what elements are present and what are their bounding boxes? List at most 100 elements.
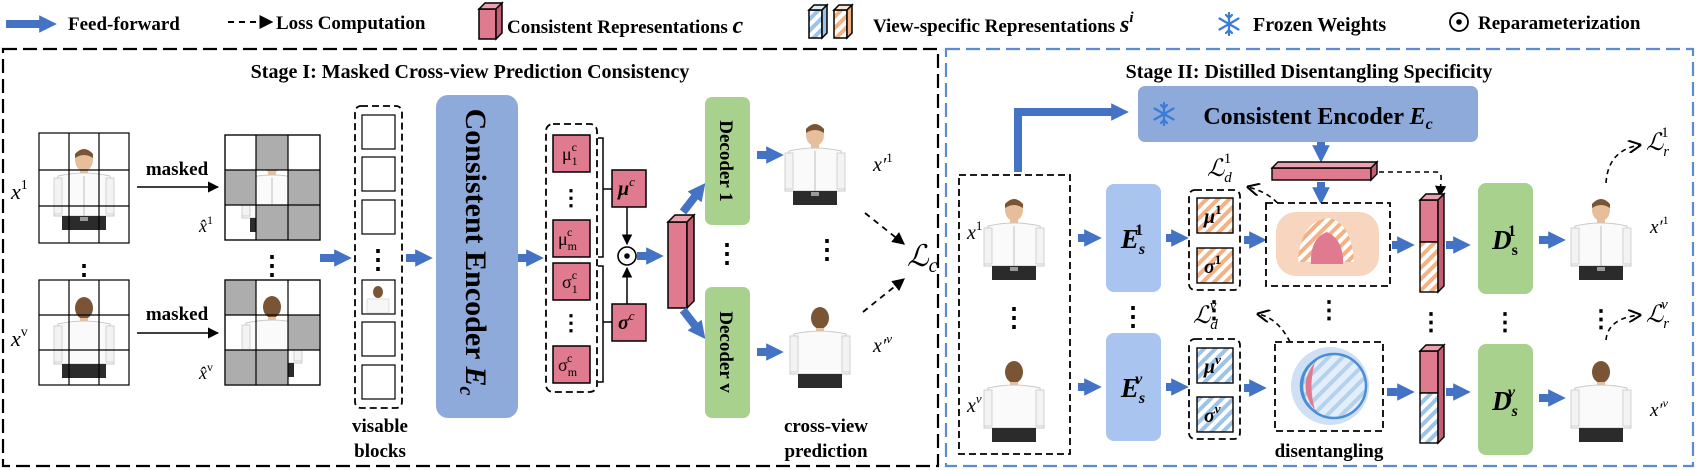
masked-grid-xv <box>224 279 321 386</box>
consistent-representation-bar <box>1270 160 1379 182</box>
stage1-border <box>1 47 940 468</box>
loss-rv-arrow <box>1605 315 1640 341</box>
legend-loss-label: Loss Computation <box>276 13 426 34</box>
loss-d1-label: ℒd1 <box>1207 151 1232 186</box>
stage2-input-stack: ⋮ <box>958 174 1071 455</box>
disentangling-box-1 <box>1265 202 1391 287</box>
disentangling-label: disentangling <box>1275 441 1384 462</box>
svg-text:Ds1: Ds1 <box>1491 223 1518 259</box>
stage2-xpv-label: x′v <box>1649 396 1669 421</box>
svg-text:Decoder v: Decoder v <box>715 311 736 393</box>
consistent-encoder-stage1: Consistent Encoder Ec <box>436 95 518 418</box>
loss-arrow <box>862 278 905 313</box>
vertical-ellipsis: ⋮ <box>1120 302 1146 331</box>
svg-text:μ1c: μ1c <box>562 140 578 168</box>
input-grid-x1 <box>38 132 130 244</box>
vertical-ellipsis: ⋮ <box>1493 310 1517 336</box>
loss-r1-arrow <box>1605 145 1640 184</box>
reconstructed-person-v <box>1570 360 1632 443</box>
masked-label-1: masked <box>146 159 209 180</box>
reconstructed-person-1 <box>1570 198 1632 281</box>
stage2-x1-label: x1 <box>966 218 982 244</box>
specific-decoder-v: Dsv <box>1478 344 1533 455</box>
frozen-consistent-encoder: Consistent Encoder Ec <box>1138 86 1478 142</box>
stage2-panel: Stage II: Distilled Disentangling Specif… <box>944 47 1695 468</box>
concat-representation-1 <box>1418 192 1446 294</box>
legend: Feed-forward Loss Computation Consistent… <box>6 1 1641 41</box>
xv-label: xv <box>10 325 28 351</box>
svg-text:Esv: Esv <box>1120 371 1145 407</box>
svg-text:⋮: ⋮ <box>560 185 582 210</box>
legend-reparam-label: Reparameterization <box>1478 13 1641 34</box>
input-grid-xv <box>38 279 130 386</box>
xhatv-label: x̂v <box>198 360 213 383</box>
vertical-ellipsis: ⋮ <box>259 251 285 280</box>
legend-feedforward-label: Feed-forward <box>68 14 180 35</box>
loss-dv-label: ℒdv <box>1193 298 1218 333</box>
xpv-label: x′v <box>872 331 892 357</box>
visible-blocks-label: visable <box>352 416 408 437</box>
legend-frozen-label: Frozen Weights <box>1253 14 1386 36</box>
visible-blocks-stack: ⋮ <box>354 105 403 409</box>
svg-text:σv: σv <box>1204 401 1221 427</box>
loss-r1-label: ℒr1 <box>1646 125 1669 160</box>
svg-text:μc: μc <box>617 174 635 200</box>
svg-text:σc: σc <box>618 308 635 334</box>
vertical-ellipsis: ⋮ <box>1202 298 1226 324</box>
predicted-person-1 <box>784 123 846 206</box>
svg-text:σmc: σmc <box>558 351 578 379</box>
flow-arrow <box>679 307 706 339</box>
svg-text:⋮: ⋮ <box>1001 303 1027 332</box>
svg-text:Consistent Encoder Ec: Consistent Encoder Ec <box>1203 104 1432 133</box>
cross-view-prediction-label: cross-view <box>784 416 868 437</box>
stage2-border <box>944 47 1695 468</box>
stage2-xv-label: xv <box>966 391 982 417</box>
svg-text:σ1: σ1 <box>1204 252 1221 278</box>
svg-text:μmc: μmc <box>558 225 578 253</box>
reparam-node <box>617 246 637 266</box>
loss-arrow <box>864 212 905 245</box>
stage1-panel: Stage I: Masked Cross-view Prediction Co… <box>1 47 940 468</box>
svg-text:μv: μv <box>1203 352 1221 378</box>
legend-consistent-label: Consistent Representations c <box>507 13 744 39</box>
loss-c-label: ℒc <box>907 240 938 277</box>
vertical-ellipsis: ⋮ <box>1419 310 1443 336</box>
loss-dv-arrow <box>1258 314 1291 343</box>
legend-consistent-cube-icon <box>477 1 504 41</box>
legend-specific-label: View-specific Representations si <box>873 10 1134 38</box>
aggregation-brackets <box>598 137 612 383</box>
decoder-v: Decoder v <box>705 287 750 418</box>
stage2-xp1-label: x′1 <box>1649 213 1669 238</box>
svg-text:Dsv: Dsv <box>1491 384 1518 420</box>
svg-text:μ1: μ1 <box>1203 202 1222 228</box>
svg-text:⋮: ⋮ <box>560 310 582 335</box>
xhat1-label: x̂1 <box>198 213 213 236</box>
consistent-representation-cube <box>666 213 696 310</box>
cross-view-prediction-label: prediction <box>784 441 867 462</box>
xp1-label: x′1 <box>872 150 893 176</box>
visible-blocks-label: blocks <box>354 441 406 462</box>
specific-encoder-v: Esv <box>1106 333 1161 441</box>
latent-stats-stack: μ1c ⋮ μmc σ1c ⋮ σmc <box>545 123 598 393</box>
masked-grid-x1 <box>224 134 321 241</box>
stage1-title: Stage I: Masked Cross-view Prediction Co… <box>251 61 690 83</box>
distill-dash-arrow <box>1379 171 1447 198</box>
sigma-c-box: σc <box>611 303 647 342</box>
legend-snowflake-icon <box>1218 11 1240 37</box>
mu-c-box: μc <box>611 169 647 208</box>
legend-specific-cube-icon <box>807 3 854 40</box>
legend-reparam-icon <box>1449 12 1469 32</box>
specific-stats-viewv: μv σv <box>1188 338 1241 440</box>
specific-stats-view1: μ1 σ1 <box>1188 189 1241 291</box>
vertical-ellipsis: ⋮ <box>1317 298 1341 324</box>
svg-text:⋮: ⋮ <box>365 245 391 274</box>
vertical-ellipsis: ⋮ <box>814 235 840 264</box>
decoder-1: Decoder 1 <box>705 97 750 225</box>
flow-arrow <box>1014 103 1129 172</box>
disentangling-box-v <box>1274 341 1384 432</box>
vertical-ellipsis: ⋮ <box>714 239 740 268</box>
predicted-person-v <box>789 306 851 389</box>
svg-text:Consistent Encoder Ec: Consistent Encoder Ec <box>455 109 492 396</box>
flow-arrow <box>679 183 706 215</box>
